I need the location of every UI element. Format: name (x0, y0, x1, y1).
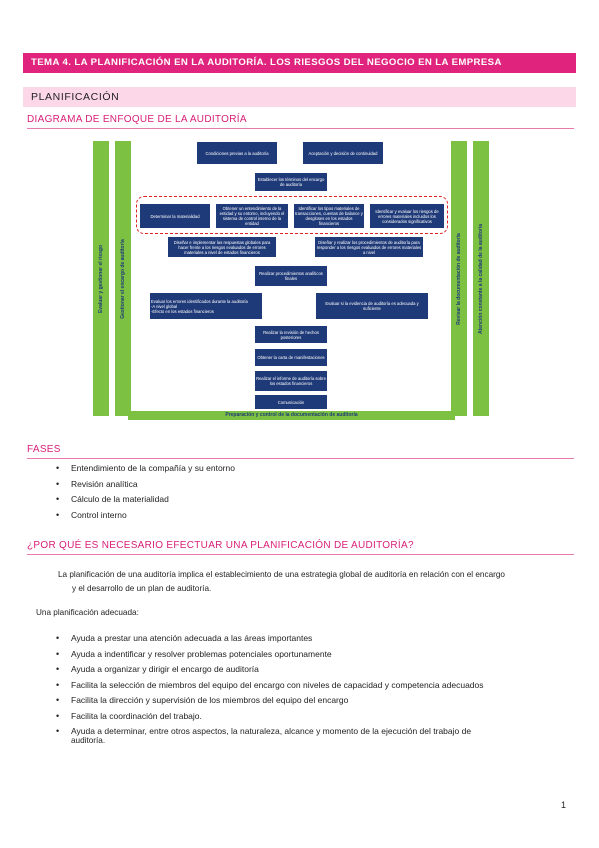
diagram-box: Establecer los términos del encargo de a… (255, 173, 327, 191)
heading-rule (27, 554, 574, 555)
list-item: Revisión analítica (52, 477, 235, 493)
list-item: Control interno (52, 508, 235, 524)
diagram-box: Identificar y evaluar los riesgos de err… (370, 204, 444, 228)
reasons-list: Ayuda a prestar una atención adecuada a … (52, 631, 484, 740)
list-item: Entendimiento de la compañía y su entorn… (52, 461, 235, 477)
diagram-box: Aceptación y decisión de continuidad (303, 142, 383, 164)
diagram-box: Evaluar los errores identificados durant… (150, 293, 262, 319)
side-bar-risk-label: Evaluar y gestionar el riesgo (98, 244, 104, 313)
heading-rule (27, 128, 574, 129)
paragraph-line: La planificación de una auditoría implic… (58, 570, 505, 579)
side-bar-engagement: Gestionar el encargo de auditoría (115, 141, 131, 416)
list-item-continuation: auditoría. (71, 736, 106, 745)
fases-list: Entendimiento de la compañía y su entorn… (52, 461, 235, 523)
side-bar-review: Revisar la documentación de auditoría (451, 141, 467, 416)
side-bar-quality: Atención constante a la calidad de la au… (473, 141, 489, 416)
diagram-box: Realizar la revisión de hechos posterior… (255, 326, 327, 343)
side-bar-risk: Evaluar y gestionar el riesgo (93, 141, 109, 416)
section-title: PLANIFICACIÓN (23, 87, 576, 107)
bottom-bar: Preparación y control de la documentació… (128, 411, 455, 420)
side-bar-review-label: Revisar la documentación de auditoría (456, 232, 462, 325)
diagram-box: Comunicación (255, 395, 327, 409)
side-bar-engagement-label: Gestionar el encargo de auditoría (120, 238, 126, 319)
list-item: Ayuda a indentificar y resolver problema… (52, 647, 484, 663)
diagram-box: Condiciones previas a la auditoría (197, 142, 277, 164)
list-item: Cálculo de la materialidad (52, 492, 235, 508)
diagram-box: Realizar procedimientos analíticos final… (255, 266, 327, 286)
diagram-box: Diseñar y realizar los procedimientos de… (315, 237, 423, 257)
audit-approach-diagram: Evaluar y gestionar el riesgo Gestionar … (90, 138, 493, 422)
fases-heading: FASES (27, 444, 61, 455)
diagram-box: Determinar la materialidad (140, 204, 210, 228)
highlight-dashed-box (136, 196, 448, 234)
diagram-box: Diseñar e implementar las respuestas glo… (168, 237, 276, 257)
diagram-box: Identificar los tipos materiales de tran… (294, 204, 364, 228)
diagram-box: Obtener un entendimiento de la entidad y… (216, 204, 288, 228)
paragraph-line: y el desarrollo de un plan de auditoría. (72, 584, 212, 593)
list-item: Ayuda a organizar y dirigir el encargo d… (52, 662, 484, 678)
list-item: Ayuda a prestar una atención adecuada a … (52, 631, 484, 647)
diagram-box: Realizar el informe de auditoría sobre l… (255, 371, 327, 391)
list-item: Ayuda a determinar, entre otros aspectos… (52, 724, 484, 740)
list-item: Facilita la dirección y supervisión de l… (52, 693, 484, 709)
diagram-heading: DIAGRAMA DE ENFOQUE DE LA AUDITORÍA (27, 114, 247, 125)
heading-rule (27, 458, 574, 459)
paragraph: Una planificación adecuada: (36, 608, 139, 617)
diagram-box: Obtener la carta de manifestaciones (255, 349, 327, 366)
side-bar-quality-label: Atención constante a la calidad de la au… (478, 223, 484, 334)
document-title: TEMA 4. LA PLANIFICACIÓN EN LA AUDITORÍA… (23, 53, 576, 73)
diagram-box: Evaluar si la evidencia de auditoría es … (316, 293, 428, 319)
porque-heading: ¿POR QUÉ ES NECESARIO EFECTUAR UNA PLANI… (27, 540, 414, 551)
page-number: 1 (560, 800, 566, 810)
list-item: Facilita la coordinación del trabajo. (52, 709, 484, 725)
list-item: Facilita la selección de miembros del eq… (52, 678, 484, 694)
